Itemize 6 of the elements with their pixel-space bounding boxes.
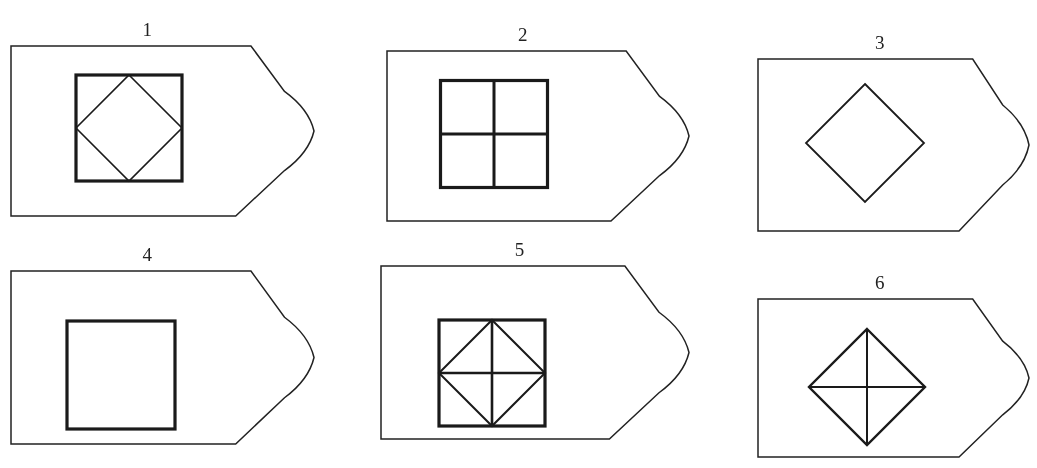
panel-number: 6 bbox=[874, 272, 886, 294]
panel-number: 4 bbox=[141, 244, 153, 266]
panel-number: 5 bbox=[513, 239, 526, 261]
panel-number: 1 bbox=[141, 19, 153, 41]
panel-number: 2 bbox=[517, 24, 529, 46]
panel-number: 3 bbox=[874, 32, 886, 54]
